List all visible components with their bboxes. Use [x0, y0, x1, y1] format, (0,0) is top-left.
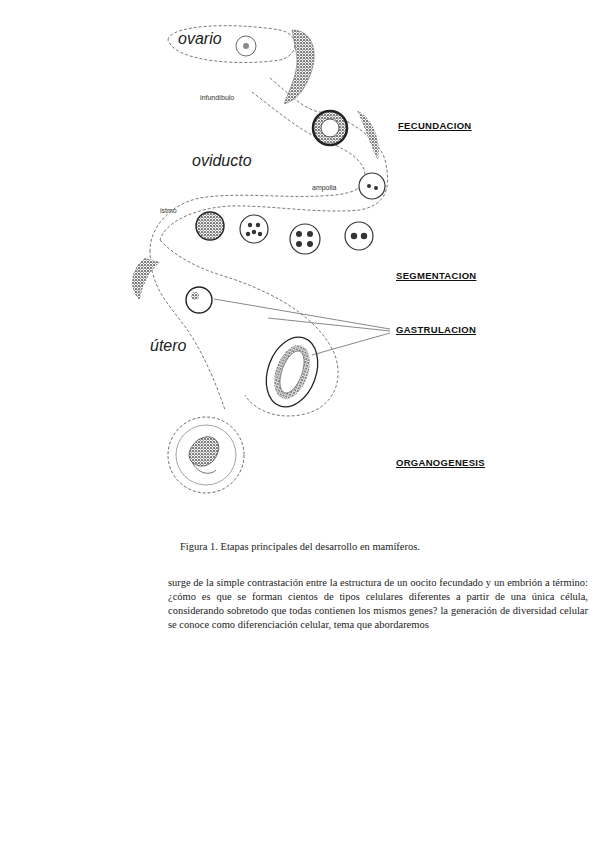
part-label: infundíbulo: [200, 94, 234, 102]
part-label: istmo: [160, 207, 177, 215]
stage-label: GASTRULACION: [396, 325, 476, 336]
organ-label: ovario: [178, 30, 222, 48]
body-text: surge de la simple contrastación entre l…: [168, 576, 588, 632]
stage-label: SEGMENTACION: [396, 271, 476, 282]
organ-label: útero: [150, 337, 186, 355]
part-label: ampolla: [312, 184, 337, 192]
organ-label: oviducto: [192, 152, 252, 170]
stage-label: FECUNDACION: [398, 121, 472, 132]
stage-label: ORGANOGENESIS: [396, 458, 485, 469]
figure-caption: Figura 1. Etapas principales del desarro…: [180, 541, 420, 553]
